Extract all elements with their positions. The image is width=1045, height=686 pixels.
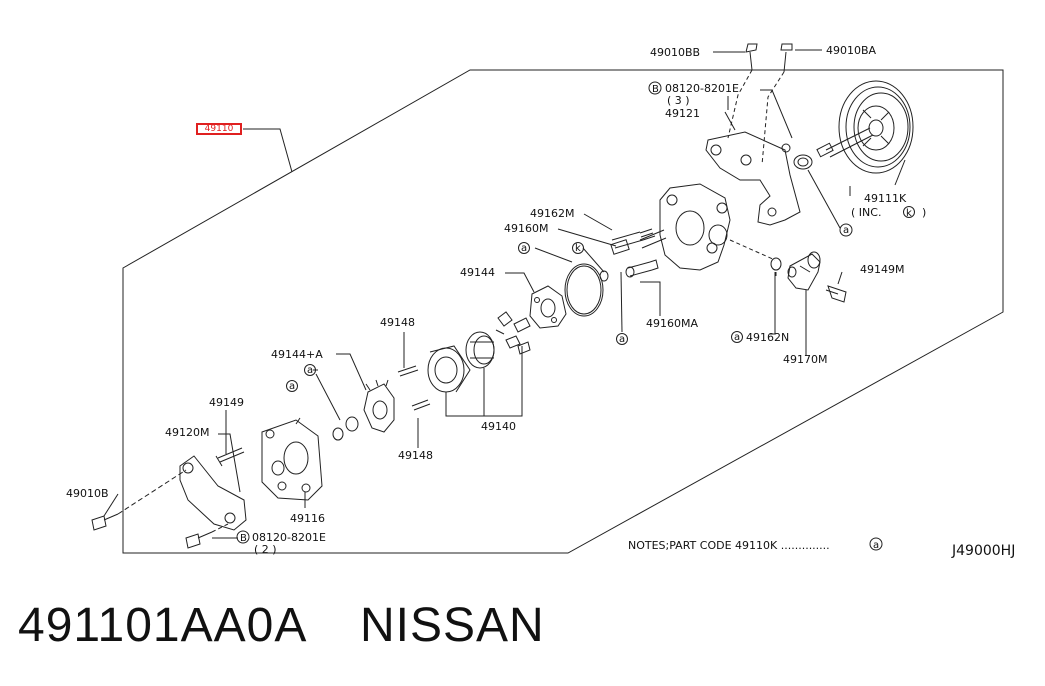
fitting-49170m-icon	[787, 251, 821, 291]
label-49144: 49144	[460, 266, 495, 279]
bolt-08120-bottom-icon	[185, 531, 213, 549]
label-b-symbol-bottom: B	[240, 533, 247, 544]
label-49162m: 49162M	[530, 207, 574, 220]
o-ring-large-icon	[564, 263, 604, 317]
marker-notes-a	[869, 537, 883, 551]
label-49140: 49140	[481, 420, 516, 433]
marker-a-2	[616, 333, 628, 345]
marker-k-2	[903, 206, 915, 218]
diagram-frame	[122, 69, 1004, 554]
vanes-icon	[495, 311, 531, 355]
rear-bracket-icon	[179, 455, 247, 531]
bolt-49010b-icon	[91, 513, 119, 531]
label-49111k: 49111K	[864, 192, 907, 205]
label-49149: 49149	[209, 396, 244, 409]
label-49148-upper: 49148	[380, 316, 415, 329]
label-a-symbol-3: a	[734, 332, 740, 343]
pressure-plate-icon	[363, 379, 395, 433]
dowel-pin-upper-icon	[397, 365, 419, 377]
pulley-icon	[816, 80, 914, 174]
bolt-49010ba-icon	[780, 43, 793, 73]
label-49111k-inc: ( INC.	[851, 206, 881, 219]
marker-a-5	[286, 380, 298, 392]
label-a-symbol-4: a	[307, 365, 313, 376]
marker-k-1	[572, 242, 584, 254]
label-49010b: 49010B	[66, 487, 109, 500]
label-49149m: 49149M	[860, 263, 904, 276]
label-a-symbol-1: a	[521, 243, 527, 254]
mount-bracket-icon	[705, 131, 801, 226]
o-ring-49162n-icon	[770, 257, 782, 271]
valve-49162m-icon	[611, 228, 656, 249]
bolt-49149m-icon	[825, 285, 847, 303]
seal-ring-icon	[793, 154, 813, 170]
plug-49160ma-icon	[625, 259, 659, 278]
marker-b-1	[648, 81, 662, 95]
marker-a-4	[304, 364, 316, 376]
label-49160m: 49160M	[504, 222, 548, 235]
side-plate-icon	[427, 345, 471, 393]
label-a-pulley: a	[843, 225, 849, 236]
label-b-symbol-top: B	[652, 84, 659, 95]
label-49010bb: 49010BB	[650, 46, 700, 59]
bolt-49149-icon	[215, 447, 245, 467]
label-a-symbol-5: a	[289, 381, 295, 392]
label-49160ma: 49160MA	[646, 317, 698, 330]
label-49170m: 49170M	[783, 353, 827, 366]
bolt-49010bb-icon	[745, 43, 758, 71]
label-49148-lower: 49148	[398, 449, 433, 462]
marker-b-2	[236, 530, 250, 544]
label-a-symbol-2: a	[619, 334, 625, 345]
marker-a-1	[518, 242, 530, 254]
rear-cover-icon	[261, 419, 323, 501]
leader-49110	[243, 128, 293, 173]
notes-text: NOTES;PART CODE 49110K ..............	[628, 539, 830, 552]
label-49144-a: 49144+A	[271, 348, 323, 361]
label-49010ba: 49010BA	[826, 44, 877, 57]
label-08120-bottom-qty: ( 2 )	[254, 543, 277, 556]
valve-49160m-icon	[610, 239, 630, 255]
label-08120-top-qty: ( 3 )	[667, 94, 690, 107]
label-49111k-inc-close: )	[922, 206, 926, 219]
label-49121: 49121	[665, 107, 700, 120]
diagram-reference-code: J49000HJ	[952, 543, 1016, 559]
part-number-title: 491101AA0A	[18, 599, 308, 652]
brand-name: NISSAN	[360, 599, 545, 652]
cam-ring-icon	[529, 285, 567, 329]
label-49120m: 49120M	[165, 426, 209, 439]
label-49162n: 49162N	[746, 331, 789, 344]
marker-a-3	[731, 331, 743, 343]
rotor-icon	[465, 331, 495, 369]
label-k-symbol-1: k	[575, 243, 581, 254]
label-49116: 49116	[290, 512, 325, 525]
label-notes-symbol: a	[873, 540, 879, 551]
label-08120-bottom: 08120-8201E	[252, 531, 326, 544]
dowel-pin-lower-icon	[411, 399, 431, 411]
highlighted-part-label[interactable]: 49110	[196, 123, 242, 135]
pump-body-icon	[639, 183, 731, 271]
o-ring-small-icon	[599, 270, 609, 282]
label-49111k-inc-symbol: k	[906, 208, 912, 219]
small-o-ring-icon	[332, 416, 359, 441]
label-08120-top: 08120-8201E	[665, 82, 739, 95]
